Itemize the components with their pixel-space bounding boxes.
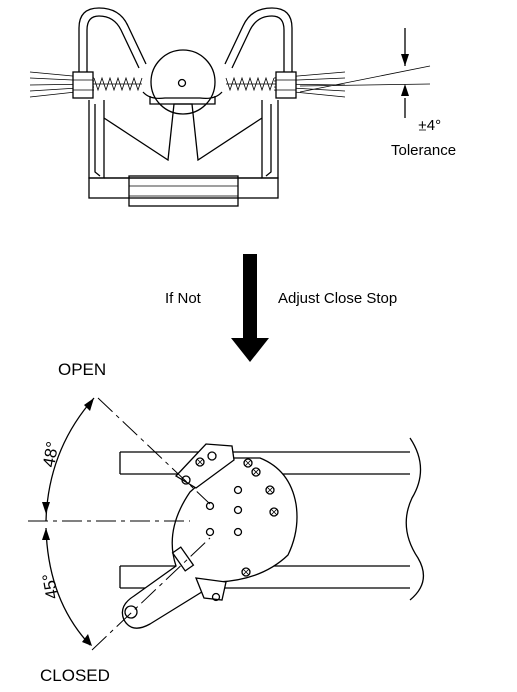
valve-disc	[150, 49, 216, 115]
top-actuator-view	[29, 7, 346, 207]
open-stop-bracket	[174, 443, 235, 489]
pipe-break	[405, 437, 425, 601]
tolerance-label: Tolerance	[391, 142, 456, 159]
left-nut	[72, 71, 94, 99]
right-spring	[225, 76, 275, 92]
closed-label: CLOSED	[40, 666, 110, 685]
base-block	[128, 175, 239, 207]
tolerance-dimension: +4° Tolerance	[299, 28, 456, 159]
handle-plate	[121, 457, 298, 629]
if-not-label: If Not	[165, 290, 202, 307]
closed-angle-arc	[45, 527, 91, 646]
right-u-bolt	[224, 7, 293, 98]
tolerance-value: +4°	[418, 117, 441, 134]
handle-screws	[181, 451, 279, 602]
adjust-arrow: If Not Adjust Close Stop	[165, 254, 397, 362]
close-stop-bracket	[194, 577, 227, 601]
left-spring	[93, 76, 143, 92]
handle-grip	[171, 546, 195, 572]
bottom-handle-view: 48° 45° OPEN CLOSED	[28, 360, 425, 685]
disc-screw	[177, 78, 187, 88]
open-center-line	[97, 397, 211, 505]
base-plate	[88, 177, 279, 199]
right-nut	[275, 71, 297, 99]
arrow-shaft	[243, 254, 257, 338]
left-u-bolt	[78, 7, 147, 98]
handle-end-hole	[124, 605, 138, 619]
open-label: OPEN	[58, 360, 106, 379]
open-angle-label: 48°	[39, 440, 62, 469]
closed-center-line	[91, 537, 211, 651]
closed-angle-label: 45°	[39, 572, 62, 601]
arrow-head	[231, 338, 269, 362]
actuator-bracket	[88, 100, 279, 179]
adjust-close-stop-label: Adjust Close Stop	[278, 290, 397, 307]
